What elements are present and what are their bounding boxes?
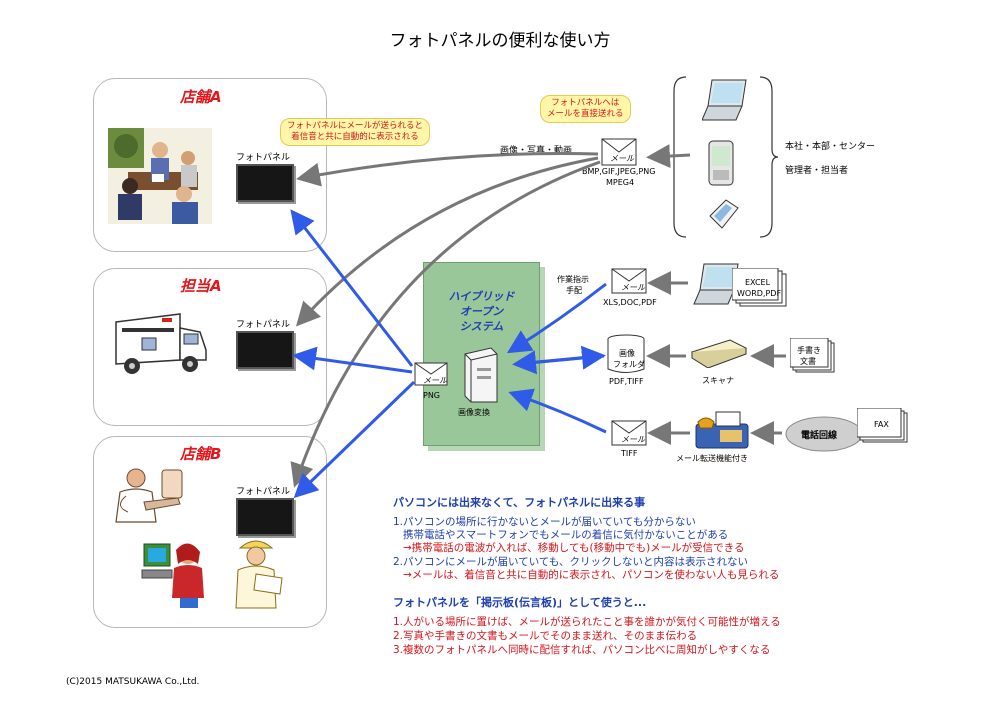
zone-title-staff-a: 担当A	[180, 277, 222, 295]
fax-label: FAX	[874, 420, 889, 429]
copyright: (C)2015 MATSUKAWA Co.,Ltd.	[66, 677, 200, 687]
callout-direct-mail: フォトパネルへは メールを直接送れる	[540, 95, 631, 123]
smartphone-icon	[708, 140, 734, 186]
office-laptop-icon	[693, 263, 739, 305]
fax-machine-label: メール転送機能付き	[676, 454, 748, 463]
notes-item-2-2: 2.写真や手書きの文書もメールでそのまま送れ、そのまま伝わる	[393, 630, 698, 642]
panel-label-store-b: フォトパネル	[236, 487, 291, 497]
excel-label-1: EXCEL	[745, 278, 771, 287]
hq-label: 本社・本部・センター	[785, 142, 876, 152]
page-title: フォトパネルの便利な使い方	[389, 31, 611, 51]
manager-label: 管理者・担当者	[785, 166, 849, 176]
png-label: PNG	[423, 391, 441, 400]
fax-docs-icon	[857, 408, 908, 443]
notes-item-1-4: 2.パソコンにメールが届いていても、クリックしないと内容は表示されない	[393, 556, 749, 568]
doc-formats: XLS,DOC,PDF	[603, 298, 657, 307]
image-convert-label: 画像変換	[458, 408, 490, 417]
computer-user-illustration	[141, 543, 204, 608]
notes-item-2-3: 3.複数のフォトパネルへ同時に配信すれば、パソコン比べに周知がしやすくなる	[393, 644, 771, 656]
office-worker-illustration	[115, 468, 183, 523]
top-mail-formats-1: BMP,GIF,JPEG,PNG	[582, 167, 656, 176]
engineer-illustration	[235, 540, 283, 609]
phone-line-label: 電話回線	[801, 431, 838, 441]
handwritten-docs-icon	[790, 338, 835, 373]
handwritten-label-2: 文書	[800, 357, 816, 366]
server-icon	[464, 347, 498, 403]
tiff-mail-icon	[611, 420, 647, 446]
tiff-label: TIFF	[621, 449, 638, 458]
work-label-2: 手配	[566, 286, 582, 295]
ambulance-icon	[115, 313, 207, 374]
notes-item-2-1: 1.人がいる場所に置けば、メールが送られたこと事を誰かが気付く可能性が増える	[393, 616, 781, 628]
photo-panel-staff-a	[236, 331, 294, 369]
png-mail-text: メール	[423, 376, 447, 385]
media-label: 画像・写真・動画	[500, 146, 573, 156]
handwritten-label-1: 手書き	[797, 346, 821, 355]
tiff-mail-text: メール	[621, 435, 645, 444]
folder-formats: PDF,TIFF	[609, 377, 644, 386]
folder-label-2: フォルダ	[613, 360, 645, 369]
top-mail-text: メール	[610, 154, 634, 163]
folder-label-1: 画像	[619, 349, 635, 358]
notes-item-1-1: 1.パソコンの場所に行かないとメールが届いていても分からない	[393, 516, 696, 528]
scanner-icon	[690, 339, 748, 368]
callout-panel-notification: フォトパネルにメールが送られると 着信音と共に自動的に表示される	[280, 118, 431, 146]
fax-machine-icon	[695, 411, 749, 449]
scanner-label: スキャナ	[702, 376, 734, 385]
photo-panel-store-a	[236, 164, 294, 202]
notes-item-1-5: →メールは、着信音と共に自動的に表示され、パソコンを使わない人も見られる	[393, 569, 780, 581]
notes-item-1-2: 携帯電話やスマートフォンでもメールの着信に気付かないことがある	[393, 529, 729, 541]
excel-label-2: WORD,PDF	[737, 289, 782, 298]
photo-panel-store-b	[236, 498, 294, 536]
panel-label-staff-a: フォトパネル	[236, 320, 291, 330]
top-mail-formats-2: MPEG4	[606, 178, 635, 187]
laptop-icon	[702, 79, 747, 121]
work-mail-icon	[611, 268, 647, 294]
work-label-1: 作業指示	[557, 275, 589, 284]
image-folder-icon	[607, 334, 645, 373]
panel-label-store-a: フォトパネル	[236, 153, 291, 163]
mobile-phone-icon	[709, 199, 739, 229]
documents-icon	[732, 268, 787, 307]
hybrid-title: ハイブリッド オープン システム	[448, 290, 515, 333]
zone-title-store-a: 店舗A	[180, 88, 222, 106]
work-mail-text: メール	[621, 283, 645, 292]
notes-heading-2: フォトパネルを「掲示板(伝言板)」として使うと...	[393, 596, 647, 609]
notes-item-1-3: →携帯電話の電波が入れば、移動しても(移動中でも)メールが受信できる	[393, 542, 745, 554]
mail-envelope-icon	[601, 138, 637, 166]
meeting-illustration	[108, 128, 212, 224]
notes-heading-1: パソコンには出来なくて、フォトパネルに出来る事	[393, 496, 646, 509]
zone-title-store-b: 店舗B	[180, 445, 222, 463]
